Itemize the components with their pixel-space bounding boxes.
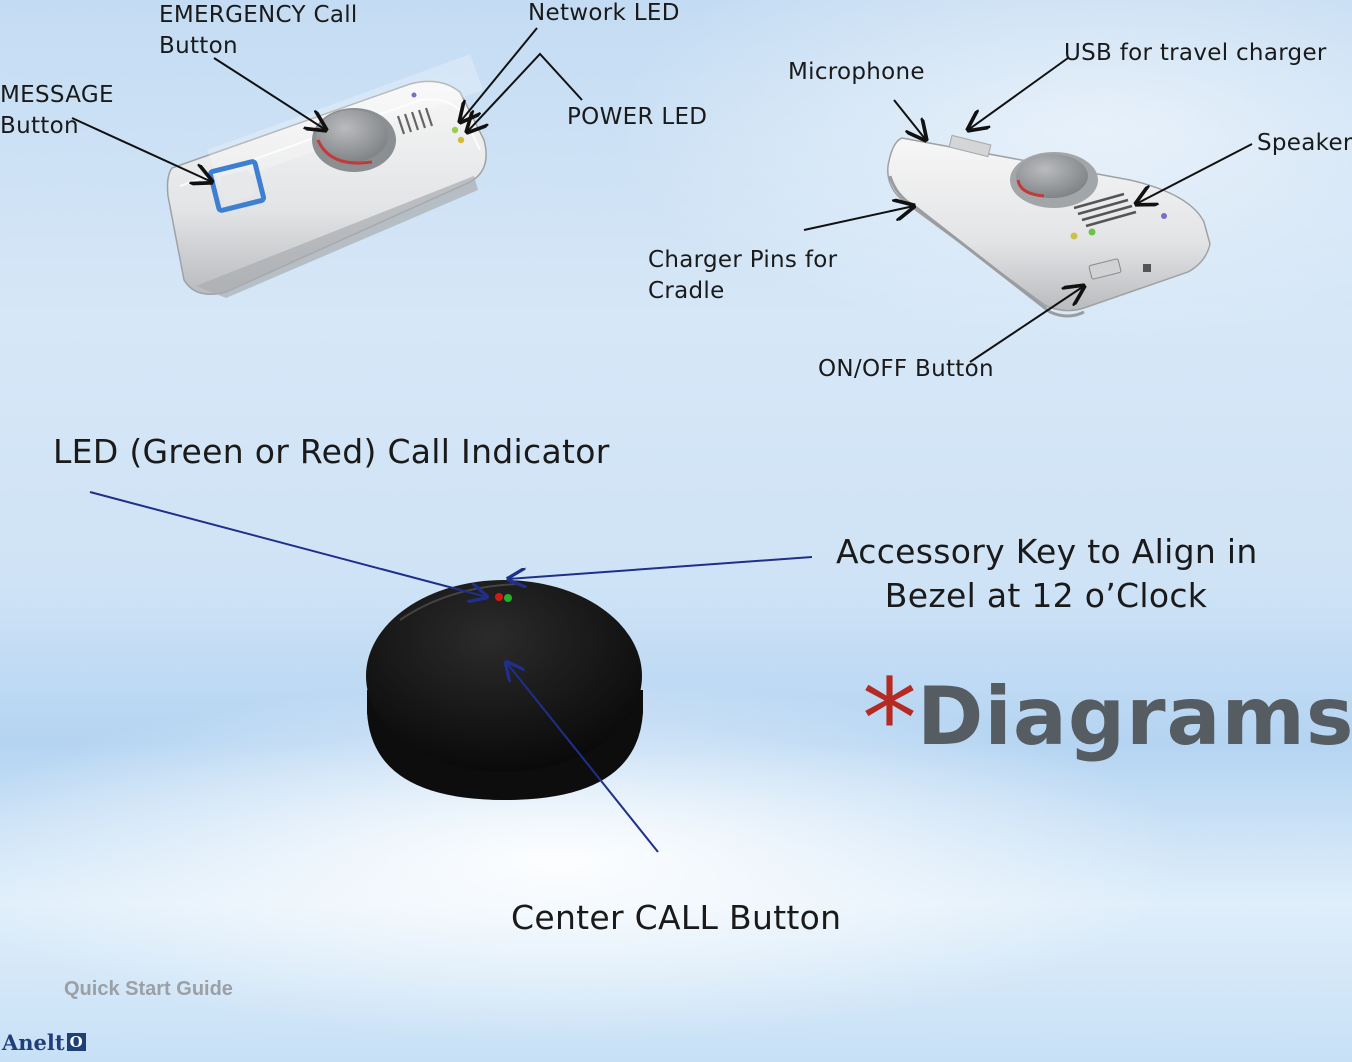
navy-pointer-arrows <box>89 491 813 853</box>
microphone-label: Microphone <box>788 59 925 85</box>
green-led-dot <box>504 594 512 602</box>
led-call-indicator-label: LED (Green or Red) Call Indicator <box>53 432 610 471</box>
network-led-dot <box>451 126 459 134</box>
speaker-label: Speaker <box>1257 130 1352 156</box>
charger-pins-label: Charger Pins for Cradle <box>648 247 838 304</box>
on-off-button-shape <box>1088 258 1122 280</box>
emergency-call-button-label: EMERGENCY Call Button <box>159 2 358 59</box>
power-led-label: POWER LED <box>567 104 708 130</box>
red-led-dot <box>495 593 503 601</box>
on-off-button-label: ON/OFF Button <box>818 356 994 382</box>
accessory-key-label: Accessory Key to Align in Bezel at 12 o’… <box>836 532 1258 615</box>
title-asterisk: * <box>862 655 917 783</box>
message-button-shape <box>207 159 267 213</box>
call-button-accessory <box>366 580 643 800</box>
network-led-label: Network LED <box>528 0 680 26</box>
power-led-dot <box>457 136 465 144</box>
device2-speaker-grille <box>1073 192 1137 228</box>
usb-port-shape <box>1143 264 1151 272</box>
center-call-button-label: Center CALL Button <box>511 898 842 937</box>
device-angled-view <box>887 134 1211 318</box>
device2-button-shape <box>1010 152 1098 208</box>
pointer-arrows <box>71 27 1253 363</box>
emergency-call-button-shape <box>312 108 396 172</box>
quick-start-guide-label: Quick Start Guide <box>64 978 233 1000</box>
speaker-grille-shape <box>396 107 434 135</box>
slide-title: *Diagrams <box>862 664 1352 814</box>
message-button-label: MESSAGE Button <box>0 82 114 139</box>
device-front-view <box>166 54 487 298</box>
title-text: Diagrams <box>917 670 1352 763</box>
usb-travel-charger-label: USB for travel charger <box>1064 40 1327 66</box>
